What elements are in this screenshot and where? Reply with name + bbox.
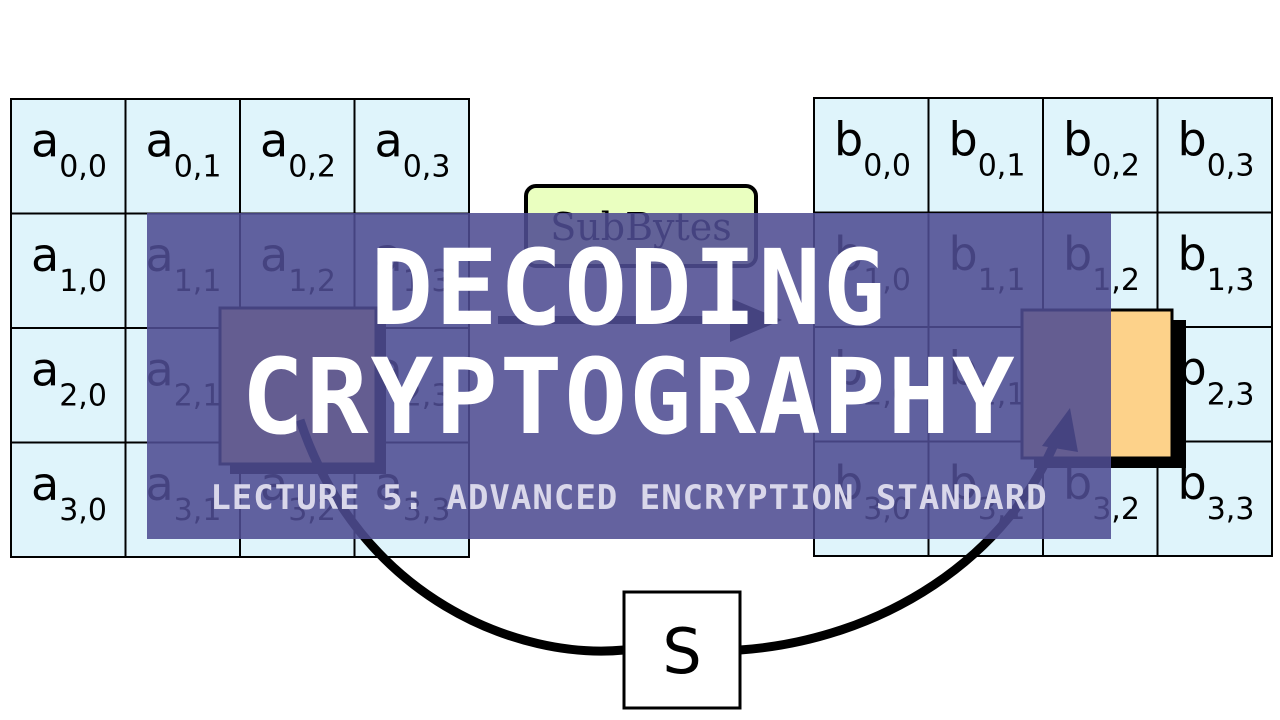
a-cell-0-0 <box>10 98 127 215</box>
title-overlay <box>147 213 1111 539</box>
b-cell-label-0-3: b0,3 <box>1178 112 1255 183</box>
a-cell-0-3 <box>353 98 470 215</box>
a-cell-2-0 <box>10 327 127 444</box>
b-cell-label-3-3: b3,3 <box>1178 456 1255 527</box>
b-cell-1-3 <box>1156 211 1273 328</box>
a-cell-label-0-0: a0,0 <box>31 113 107 184</box>
sbox-label: S <box>662 615 701 688</box>
b-cell-label-0-2: b0,2 <box>1063 112 1140 183</box>
lecture-subtitle: LECTURE 5: ADVANCED ENCRYPTION STANDARD <box>210 478 1048 518</box>
b-cell-0-3 <box>1156 97 1273 214</box>
a-cell-0-2 <box>239 98 356 215</box>
a-cell-label-0-1: a0,1 <box>146 113 222 184</box>
a-cell-label-2-0: a2,0 <box>31 342 107 413</box>
b-cell-label-1-3: b1,3 <box>1178 227 1255 298</box>
a-cell-label-0-3: a0,3 <box>375 113 451 184</box>
a-cell-label-0-2: a0,2 <box>260 113 336 184</box>
a-cell-3-0 <box>10 441 127 558</box>
b-cell-label-0-0: b0,0 <box>834 112 911 183</box>
sbox: S <box>622 590 742 710</box>
title-line-2: CRYPTOGRAPHY <box>241 336 1017 458</box>
b-cell-label-0-1: b0,1 <box>949 112 1026 183</box>
title-line-1: DECODING <box>370 227 888 349</box>
a-cell-label-1-0: a1,0 <box>31 228 107 299</box>
b-cell-0-0 <box>813 97 930 214</box>
b-cell-0-1 <box>927 97 1044 214</box>
a-cell-label-3-0: a3,0 <box>31 457 107 528</box>
